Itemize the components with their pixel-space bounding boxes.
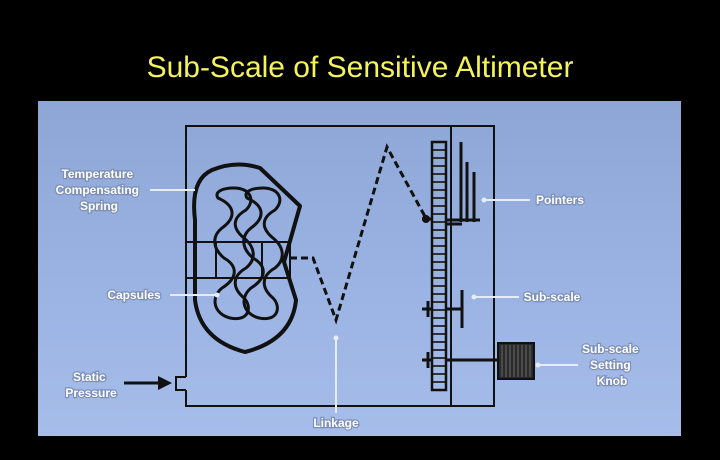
capsules-label: Capsules: [107, 288, 161, 302]
pointers-label: Pointers: [536, 193, 584, 207]
sub-scale-shaft: [422, 290, 464, 328]
temperature-spring-label: Temperature Compensating Spring: [56, 167, 143, 213]
static-pressure-arrow: [124, 376, 172, 390]
capsule-mounting-bar: [185, 241, 291, 279]
linkage-label: Linkage: [313, 416, 359, 430]
diagram-panel: Temperature Compensating Spring Capsules…: [38, 101, 681, 436]
temperature-spring-label-line-1: Temperature: [61, 167, 133, 181]
setting-knob-shaft: [422, 352, 498, 368]
sub-scale-label: Sub-scale: [524, 290, 581, 304]
altimeter-diagram: Temperature Compensating Spring Capsules…: [54, 125, 642, 431]
leader-lines: [150, 189, 578, 413]
static-pressure-label-line-1: Static: [73, 370, 106, 384]
pointers: [446, 142, 480, 226]
sub-scale-setting-knob: [497, 342, 535, 380]
pointer-shaft-knob: [422, 215, 432, 223]
temperature-spring-label-line-2: Compensating: [56, 183, 139, 197]
static-pressure-label-line-2: Pressure: [65, 386, 117, 400]
setting-knob-label-line-3: Knob: [597, 374, 628, 388]
static-pressure-label: Static Pressure: [65, 370, 117, 400]
static-pressure-inlet: [175, 376, 186, 391]
slide-title: Sub-Scale of Sensitive Altimeter: [146, 51, 574, 84]
setting-knob-label-line-1: Sub-scale: [582, 342, 639, 356]
setting-knob-label: Sub-scale Setting Knob: [582, 342, 642, 388]
temperature-spring-label-line-3: Spring: [80, 199, 118, 213]
setting-knob-label-line-2: Setting: [590, 358, 631, 372]
linkage: [290, 143, 430, 325]
temperature-compensating-spring: [192, 162, 302, 354]
capsule-stack: [213, 186, 284, 321]
gear-rack: [430, 140, 448, 392]
